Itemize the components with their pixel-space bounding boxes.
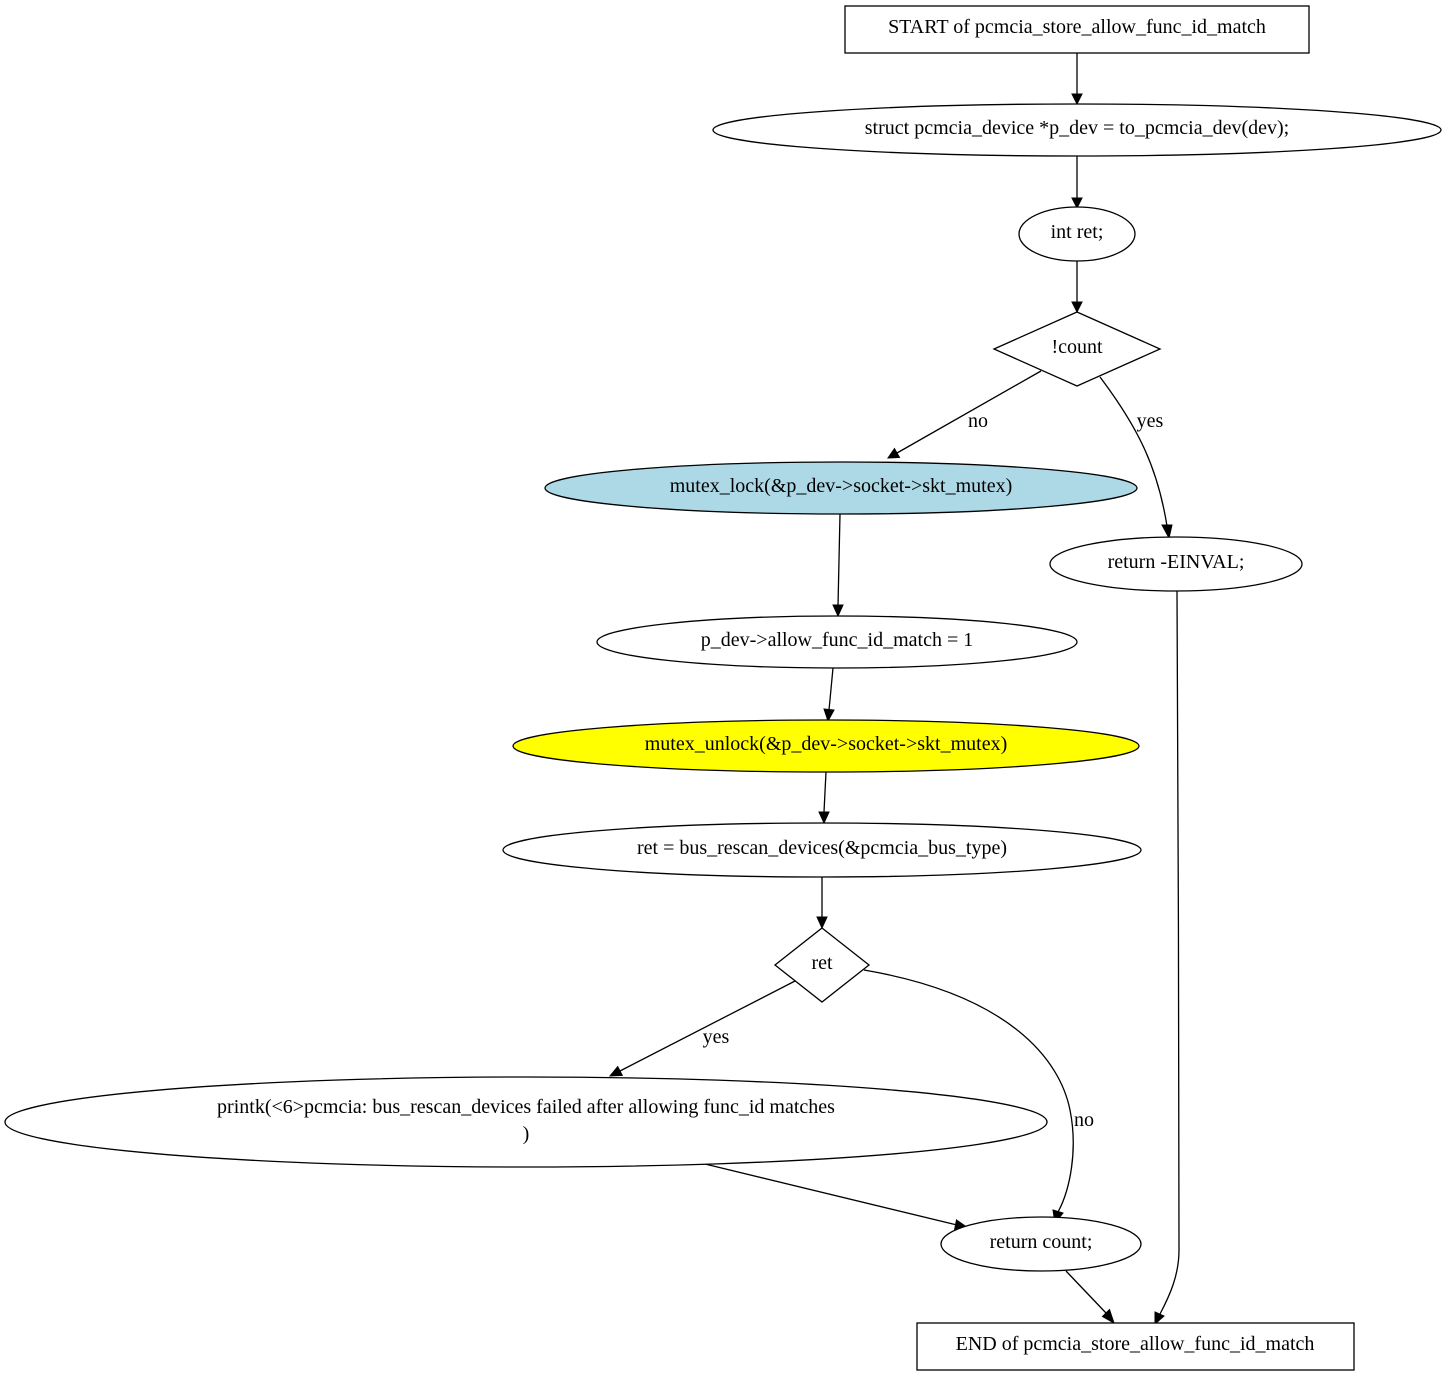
- edge-rescan-to-cond-ret: [816, 877, 828, 930]
- cond-ret-label: ret: [811, 952, 833, 974]
- decl-ret-node: int ret;: [1018, 206, 1136, 262]
- edge-return-einval-to-end: [1154, 590, 1180, 1326]
- end-node: END of pcmcia_store_allow_func_id_match: [916, 1322, 1355, 1371]
- start-node: START of pcmcia_store_allow_func_id_matc…: [844, 5, 1310, 54]
- printk-label-line1: printk(<6>pcmcia: bus_rescan_devices fai…: [217, 1096, 835, 1118]
- cond-count-label: !count: [1051, 336, 1103, 358]
- printk-label-line2: ): [523, 1123, 530, 1145]
- return-einval-label: return -EINVAL;: [1108, 551, 1245, 573]
- edge-mutex-unlock-to-rescan: [818, 771, 830, 825]
- printk-node: printk(<6>pcmcia: bus_rescan_devices fai…: [4, 1076, 1048, 1168]
- rescan-node: ret = bus_rescan_devices(&pcmcia_bus_typ…: [502, 822, 1142, 878]
- assign-allow-label: p_dev->allow_func_id_match = 1: [701, 629, 974, 651]
- edge-decl-pdev-to-decl-ret: [1071, 156, 1083, 210]
- edge-label-yes-1: yes: [1137, 410, 1164, 432]
- edge-label-no-1: no: [968, 410, 988, 432]
- edge-start-to-decl-pdev: [1071, 53, 1083, 106]
- edge-mutex-lock-to-assign: [832, 513, 844, 618]
- return-count-node: return count;: [940, 1216, 1142, 1272]
- edge-cond-ret-yes: [608, 980, 796, 1077]
- end-label: END of pcmcia_store_allow_func_id_match: [956, 1333, 1315, 1355]
- edge-printk-to-return-count: [704, 1163, 970, 1231]
- edge-decl-ret-to-cond-count: [1071, 261, 1083, 314]
- decl-pdev-node: struct pcmcia_device *p_dev = to_pcmcia_…: [712, 103, 1442, 157]
- edge-cond-count-yes: [1099, 376, 1173, 540]
- edge-return-count-to-end: [1065, 1270, 1115, 1325]
- edge-cond-count-no: [887, 370, 1042, 459]
- edge-label-yes-2: yes: [703, 1026, 730, 1048]
- return-count-label: return count;: [990, 1231, 1093, 1253]
- mutex-lock-node: mutex_lock(&p_dev->socket->skt_mutex): [544, 461, 1138, 515]
- decl-pdev-label: struct pcmcia_device *p_dev = to_pcmcia_…: [865, 117, 1289, 139]
- cond-count-node: !count: [992, 311, 1162, 387]
- start-label: START of pcmcia_store_allow_func_id_matc…: [888, 16, 1266, 38]
- rescan-label: ret = bus_rescan_devices(&pcmcia_bus_typ…: [637, 837, 1007, 859]
- mutex-lock-label: mutex_lock(&p_dev->socket->skt_mutex): [670, 475, 1012, 497]
- cond-ret-node: ret: [773, 927, 871, 1003]
- edge-assign-to-mutex-unlock: [823, 667, 835, 723]
- assign-allow-node: p_dev->allow_func_id_match = 1: [596, 615, 1078, 669]
- mutex-unlock-node: mutex_unlock(&p_dev->socket->skt_mutex): [512, 719, 1140, 773]
- return-einval-node: return -EINVAL;: [1049, 536, 1303, 592]
- mutex-unlock-label: mutex_unlock(&p_dev->socket->skt_mutex): [645, 733, 1007, 755]
- decl-ret-label: int ret;: [1051, 221, 1104, 243]
- edge-label-no-2: no: [1074, 1109, 1094, 1131]
